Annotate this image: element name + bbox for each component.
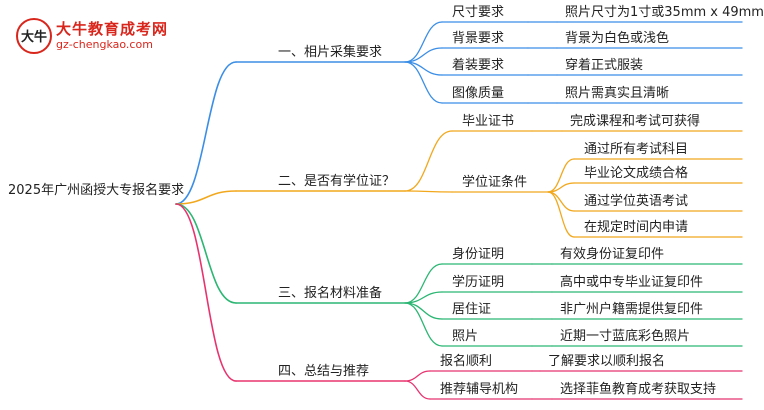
item-label: 身份证明 [452,247,505,262]
item-connector [404,61,443,104]
detail-label: 照片尺寸为1寸或35mm x 49mm [565,5,764,20]
branch-label: 一、相片采集要求 [278,45,383,60]
brand-name: 大牛教育成考网 [56,20,169,38]
item-label: 居住证 [452,302,492,317]
detail-label: 背景为白色或浅色 [565,31,670,46]
item-connector [404,380,431,400]
detail-label: 非广州户籍需提供复印件 [560,302,704,317]
item-connector [404,370,431,382]
branch-label: 二、是否有学位证？ [278,174,396,189]
brand-mark-icon: 大牛 [16,18,52,54]
branch-connector [175,203,237,304]
brand-logo: 大牛 大牛教育成考网 gz-chengkao.com [14,16,214,56]
detail-label: 完成课程和考试可获得 [570,114,701,129]
item-label: 报名顺利 [440,354,493,369]
sub-label: 通过所有考试科目 [584,142,689,157]
item-label: 图像质量 [452,86,505,101]
detail-label: 照片需真实且清晰 [565,86,670,101]
detail-label: 高中或中专毕业证复印件 [560,275,704,290]
sub-connector [547,158,575,193]
item-label: 学位证条件 [462,175,528,190]
detail-label: 有效身份证复印件 [560,247,665,262]
brand-mark-text: 大牛 [21,29,47,45]
item-label: 毕业证书 [462,114,515,129]
detail-label: 近期一寸蓝底彩色照片 [560,329,691,344]
item-label: 尺寸要求 [452,5,505,20]
item-connector [404,302,443,320]
item-label: 背景要求 [452,31,505,46]
sub-label: 通过学位英语考试 [584,194,689,209]
sub-connector [547,191,575,238]
sub-label: 毕业论文成绩合格 [584,166,689,181]
branch-connector [175,190,237,205]
detail-label: 选择菲鱼教育成考获取支持 [560,382,717,397]
mindmap-root: 2025年广州函授大专报名要求 [8,183,185,198]
item-label: 照片 [452,329,479,344]
branch-label: 三、报名材料准备 [278,286,383,301]
detail-label: 了解要求以顺利报名 [548,354,666,369]
brand-url: gz-chengkao.com [56,38,153,51]
item-connector [404,302,443,347]
branch-connector [175,61,237,205]
sub-connector [547,191,575,212]
sub-label: 在规定时间内申请 [584,220,689,235]
detail-label: 穿着正式服装 [565,58,644,73]
item-label: 推荐辅导机构 [440,382,519,397]
item-connector [404,263,443,304]
item-connector [404,130,453,192]
item-connector [404,21,443,63]
item-label: 着装要求 [452,58,505,73]
item-connector [404,190,453,193]
branch-label: 四、总结与推荐 [278,364,370,379]
item-label: 学历证明 [452,275,505,290]
branch-connector [175,203,237,382]
